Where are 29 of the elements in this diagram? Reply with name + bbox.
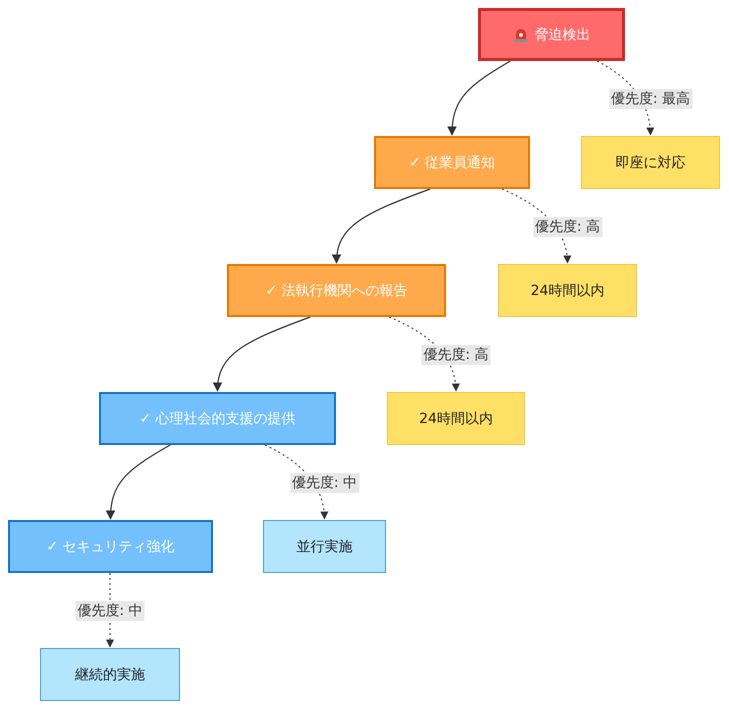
box-label: ✓ 従業員通知	[408, 154, 496, 172]
box-label: 継続的実施	[75, 666, 145, 684]
arrow	[332, 188, 430, 264]
process-box	[99, 392, 336, 445]
edge-label: 優先度: 中	[75, 600, 145, 620]
process-box	[8, 520, 213, 573]
arrow	[213, 316, 310, 392]
edge-label: 優先度: 高	[421, 344, 491, 364]
edge-label: 優先度: 中	[290, 472, 360, 492]
process-box	[227, 264, 446, 317]
box-label: 並行実施	[296, 538, 352, 556]
process-box	[40, 648, 180, 701]
process-box	[498, 264, 637, 317]
process-box	[581, 136, 720, 189]
process-box	[478, 8, 625, 61]
box-label: 即座に対応	[616, 154, 686, 172]
arrow	[106, 444, 170, 520]
box-label: ✓ セキュリティ強化	[46, 538, 175, 556]
box-label: 24時間以内	[530, 282, 604, 300]
arrow	[448, 60, 511, 136]
process-box	[263, 520, 386, 573]
box-label: ✓ 心理社会的支援の提供	[139, 410, 296, 428]
box-label: 24時間以内	[419, 410, 493, 428]
box-label: 脅迫検出	[534, 26, 590, 44]
edge-label: 優先度: 最高	[608, 88, 692, 108]
box-label: ✓ 法執行機関への報告	[265, 282, 408, 300]
process-box	[374, 136, 530, 189]
edge-label: 優先度: 高	[532, 216, 602, 236]
process-box	[387, 392, 525, 445]
